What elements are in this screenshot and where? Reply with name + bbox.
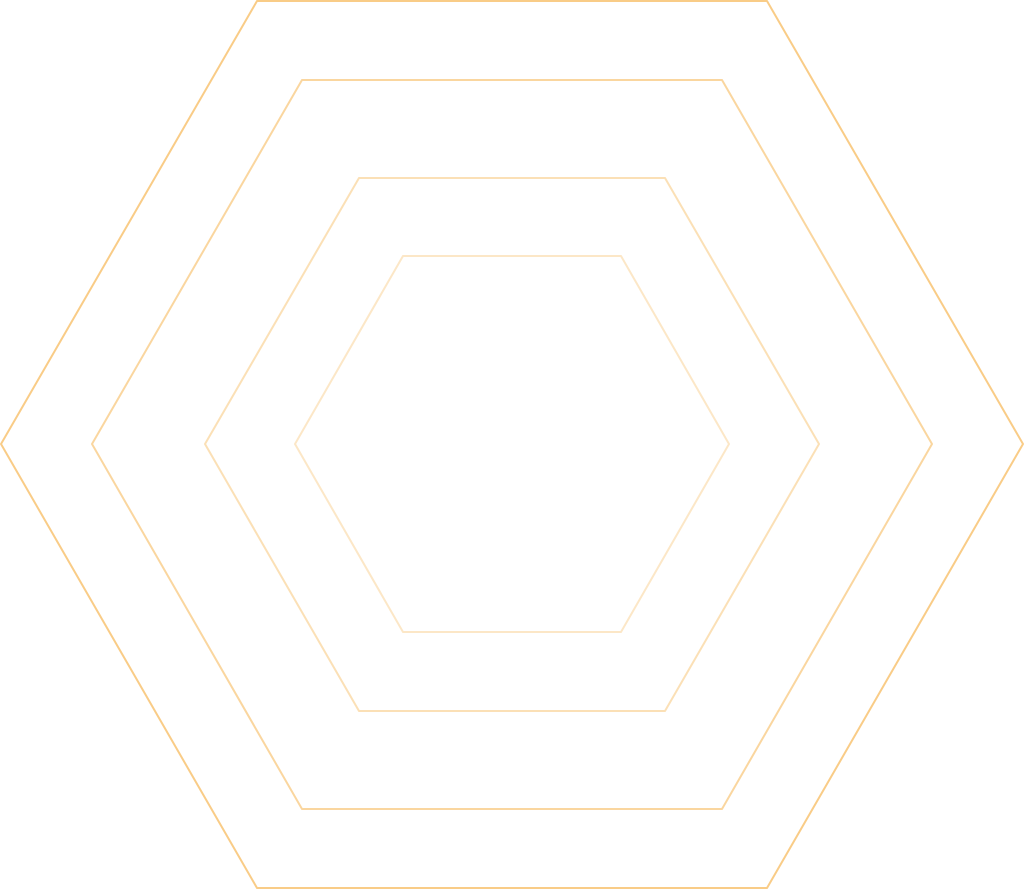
hexagon-ring-second	[91, 79, 933, 810]
hexagon-ring-third	[204, 177, 820, 712]
hexagon-ring-inner	[294, 255, 730, 633]
